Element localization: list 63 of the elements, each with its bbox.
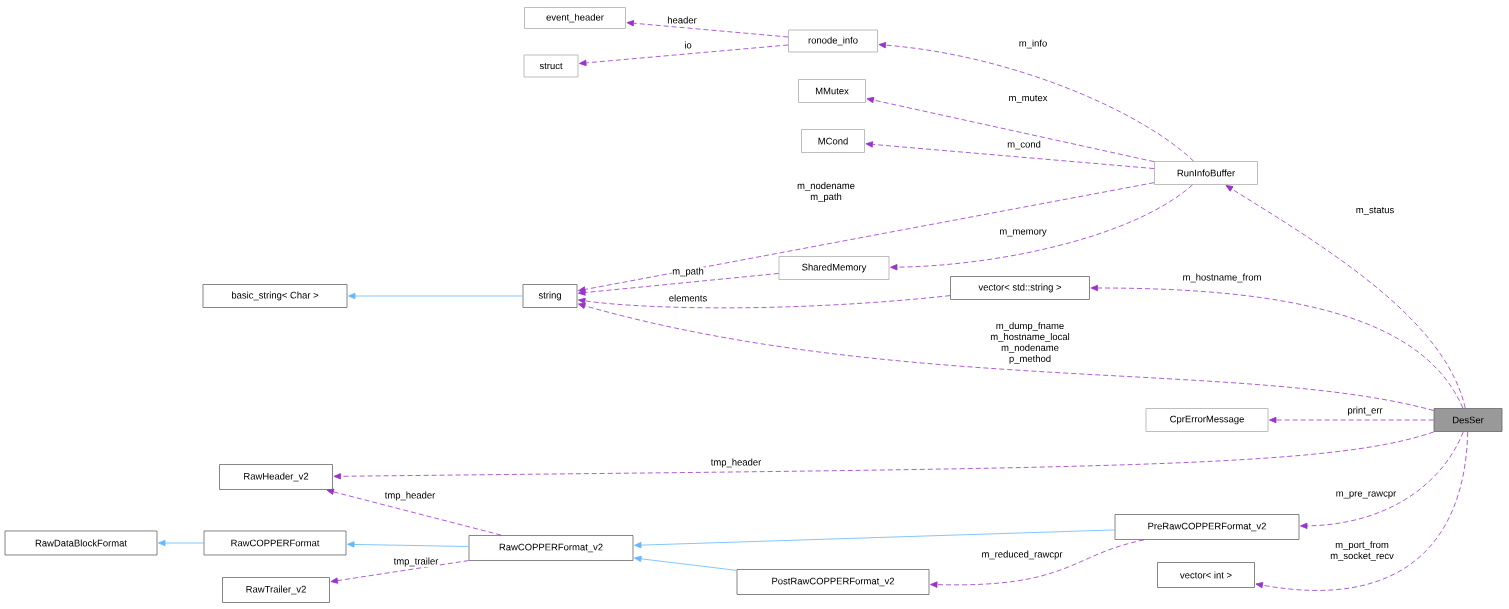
edge-label: header — [666, 16, 698, 24]
arrow — [878, 42, 1194, 162]
class-box: string — [522, 284, 578, 308]
class-box: SharedMemory — [778, 256, 890, 280]
class-box: PostRawCOPPERFormat_v2 — [736, 569, 930, 595]
arrow — [579, 44, 789, 67]
class-box: vector< std::string > — [950, 276, 1090, 300]
class-box: PreRawCOPPERFormat_v2 — [1114, 514, 1300, 540]
arrow — [158, 539, 204, 547]
class-box: MCond — [801, 129, 865, 153]
edge-label: elements — [668, 294, 708, 302]
arrow — [578, 182, 1155, 293]
arrow — [930, 539, 1145, 588]
arrow — [634, 555, 737, 571]
edge-label: tmp_header — [384, 491, 436, 501]
class-box: CprErrorMessage — [1145, 408, 1269, 432]
edge-label: tmp_header — [710, 458, 762, 468]
arrow — [865, 141, 1155, 169]
class-box: RawTrailer_v2 — [222, 577, 330, 603]
class-box: RawCOPPERFormat_v2 — [468, 535, 634, 561]
arrow — [634, 529, 1115, 549]
edge-label: m_dump_fname m_hostname_local m_nodename p_method — [983, 321, 1077, 365]
arrow — [626, 20, 789, 38]
class-box: RunInfoBuffer — [1154, 161, 1258, 185]
edge-label: m_nodename m_path — [794, 181, 858, 203]
edge-label: m_port_from m_socket_recv — [1324, 540, 1400, 562]
edge-label: tmp_trailer — [393, 557, 439, 567]
arrow — [1300, 431, 1464, 529]
class-box: ronode_info — [788, 29, 878, 53]
arrow — [330, 560, 469, 584]
edge-label: m_mutex — [1008, 94, 1048, 104]
arrow — [1255, 431, 1469, 591]
arrow — [578, 302, 1434, 411]
edge-label: m_status — [1355, 206, 1395, 216]
class-box: struct — [523, 54, 579, 78]
edge-label: m_cond — [1006, 140, 1042, 150]
arrow — [1269, 416, 1434, 424]
arrow — [890, 184, 1193, 271]
class-box: MMutex — [798, 79, 866, 103]
arrow — [347, 541, 469, 548]
edge-label: m_pre_rawcpr — [1335, 490, 1397, 499]
edge-label: m_info — [1018, 39, 1048, 49]
arrow — [333, 431, 1435, 480]
class-box: event_header — [524, 7, 626, 29]
arrow — [866, 96, 1155, 163]
class-box: RawDataBlockFormat — [4, 530, 158, 556]
edge-label: m_memory — [998, 228, 1048, 238]
class-box: RawHeader_v2 — [219, 464, 333, 490]
edge-label: m_path — [671, 267, 705, 277]
edge-label: m_hostname_from — [1182, 273, 1262, 283]
class-box: DesSer — [1433, 408, 1503, 432]
class-box: RawCOPPERFormat — [203, 530, 347, 556]
arrow — [326, 488, 502, 536]
arrow — [1090, 284, 1464, 409]
arrow — [578, 273, 779, 296]
arrow — [348, 292, 523, 300]
class-box: basic_string< Char > — [202, 284, 348, 308]
edge-label: print_err — [1346, 406, 1384, 416]
arrow — [578, 295, 951, 309]
arrow — [1225, 185, 1466, 409]
edge-label: io — [683, 41, 693, 49]
class-box: vector< int > — [1157, 562, 1255, 588]
edge-label: m_reduced_rawcpr — [981, 550, 1063, 560]
